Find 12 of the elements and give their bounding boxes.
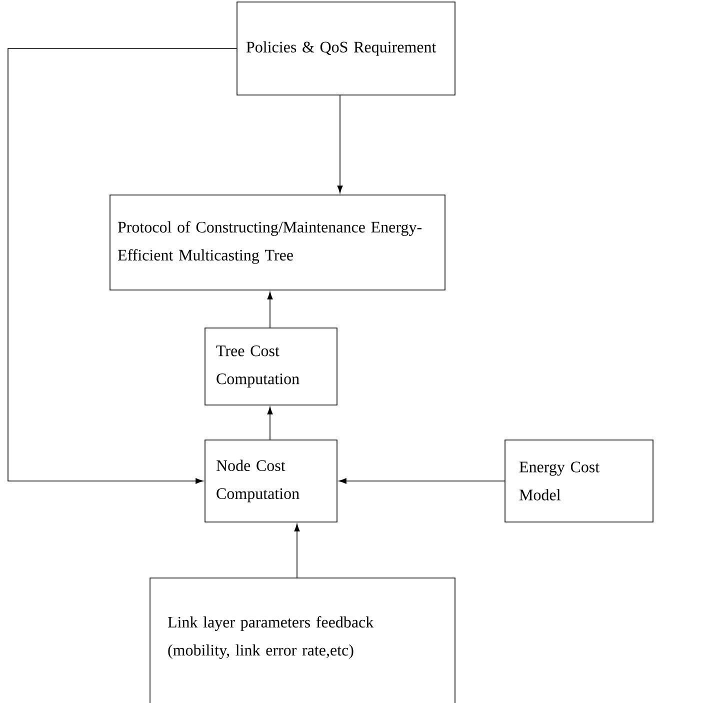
process-box: Node Cost Computation (204, 440, 338, 522)
arrow (267, 406, 273, 440)
process-box: Link layer parameters feedback (mobility, link error rate,etc) (150, 578, 456, 703)
arrow (294, 524, 300, 578)
arrow (337, 95, 343, 194)
process-box: Energy Cost Model (504, 440, 654, 522)
process-box: Protocol of Constructing/Maintenance Energy-Efficient Multicasting Tree (110, 194, 446, 290)
process-box: Policies & QoS Requirement (236, 2, 456, 96)
arrow (8, 48, 237, 484)
process-box: Tree Cost Computation (204, 328, 338, 406)
arrow (338, 478, 505, 484)
arrow (267, 292, 273, 328)
